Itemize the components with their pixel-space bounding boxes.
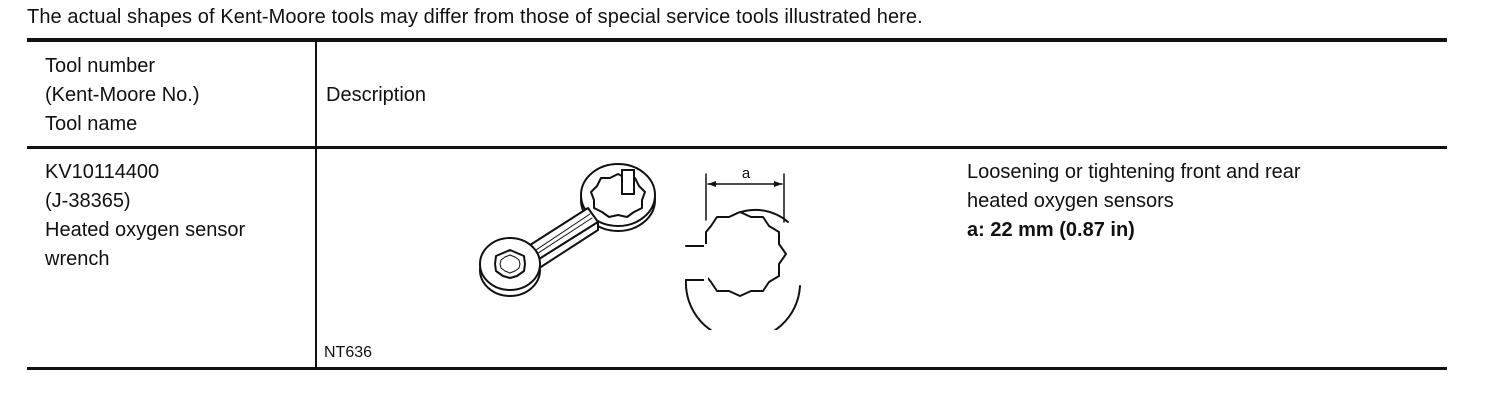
description-line-1: Loosening or tightening front and rear xyxy=(967,161,1301,183)
dimension-a-label: a xyxy=(742,165,751,182)
header-tool-name: Tool name xyxy=(45,113,138,135)
header-tool-column: Tool number (Kent-Moore No.) Tool name xyxy=(45,52,200,139)
table-row-description: Loosening or tightening front and rear h… xyxy=(967,158,1301,245)
header-description: Description xyxy=(326,84,427,106)
table-header-rule xyxy=(27,146,1447,149)
wrench-illustration: a xyxy=(479,163,801,330)
tool-number: KV10114400 xyxy=(45,161,160,183)
dimension-spec: a: 22 mm (0.87 in) xyxy=(967,219,1135,241)
column-divider xyxy=(315,42,317,367)
header-kent-moore-no: (Kent-Moore No.) xyxy=(45,84,200,106)
page-note: The actual shapes of Kent-Moore tools ma… xyxy=(27,6,923,28)
description-line-2: heated oxygen sensors xyxy=(967,190,1174,212)
table-row-tool-info: KV10114400 (J-38365) Heated oxygen senso… xyxy=(45,158,245,274)
header-tool-number: Tool number xyxy=(45,55,156,77)
kent-moore-number: (J-38365) xyxy=(45,190,131,212)
figure-code: NT636 xyxy=(324,344,373,361)
table-bottom-rule xyxy=(27,367,1447,370)
socket-cross-section xyxy=(684,208,801,330)
wrench-large-ring xyxy=(580,163,656,232)
wrench-small-ring xyxy=(479,237,541,297)
dimension-a-marker xyxy=(705,173,785,223)
table-top-rule xyxy=(27,38,1447,42)
tool-name-line-2: wrench xyxy=(45,248,110,270)
tool-name-line-1: Heated oxygen sensor xyxy=(45,219,246,241)
